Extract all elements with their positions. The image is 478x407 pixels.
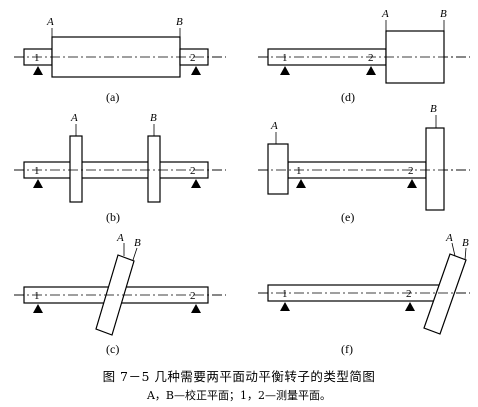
bearing-icon bbox=[405, 302, 415, 311]
plane-a-label: A bbox=[46, 16, 54, 28]
subfigure-label-c: (c) bbox=[106, 342, 119, 356]
subfigure-label-a: (a) bbox=[106, 90, 119, 104]
measure-plane-1-label: 1 bbox=[34, 165, 40, 177]
measure-plane-1-label: 1 bbox=[34, 290, 40, 302]
rotor-a: A B 1 2 (a) bbox=[14, 16, 226, 104]
measure-plane-1-label: 1 bbox=[282, 288, 288, 300]
plane-a-label: A bbox=[381, 8, 389, 20]
bearing-icon bbox=[191, 179, 201, 188]
bearing-icon bbox=[33, 304, 43, 313]
bearing-icon bbox=[191, 66, 201, 75]
plane-a-label: A bbox=[116, 232, 124, 244]
bearing-icon bbox=[280, 66, 290, 75]
measure-plane-1-label: 1 bbox=[282, 52, 288, 64]
plane-b-label: B bbox=[462, 237, 469, 249]
plane-b-label: B bbox=[430, 103, 437, 115]
rotor-b-disk-a bbox=[69, 135, 83, 203]
bearing-icon bbox=[33, 179, 43, 188]
measure-plane-2-label: 2 bbox=[190, 290, 196, 302]
rotor-f-skewed-disk bbox=[423, 253, 467, 335]
rotor-f: A B 1 2 (f) bbox=[258, 232, 470, 356]
plane-a-label: A bbox=[70, 112, 78, 124]
bearing-icon bbox=[407, 179, 417, 188]
bearing-icon bbox=[366, 66, 376, 75]
figure-caption-note: A，B—校正平面；1，2—测量平面。 bbox=[146, 389, 332, 402]
measure-plane-1-label: 1 bbox=[296, 165, 302, 177]
subfigure-label-b: (b) bbox=[106, 210, 120, 224]
measure-plane-2-label: 2 bbox=[406, 288, 412, 300]
rotor-e: A B 1 2 (e) bbox=[258, 103, 470, 224]
measure-plane-2-label: 2 bbox=[408, 165, 414, 177]
plane-b-label: B bbox=[134, 237, 141, 249]
plane-b-label: B bbox=[440, 8, 447, 20]
rotor-d: A B 1 2 (d) bbox=[258, 8, 470, 104]
measure-plane-1-label: 1 bbox=[34, 52, 40, 64]
subfigure-label-f: (f) bbox=[341, 342, 353, 356]
plane-b-label: B bbox=[176, 16, 183, 28]
plane-a-label: A bbox=[270, 120, 278, 132]
rotor-b: A B 1 2 (b) bbox=[14, 112, 226, 224]
rotor-b-disk-b bbox=[147, 135, 161, 203]
rotor-e-disk-b bbox=[425, 127, 445, 211]
measure-plane-2-label: 2 bbox=[190, 52, 196, 64]
subfigure-label-e: (e) bbox=[341, 210, 354, 224]
bearing-icon bbox=[33, 66, 43, 75]
plane-a-label: A bbox=[445, 232, 453, 244]
measure-plane-2-label: 2 bbox=[190, 165, 196, 177]
rotor-c: A B 1 2 (c) bbox=[14, 232, 226, 356]
figure-caption: 图 7－5 几种需要两平面动平衡转子的类型简图 bbox=[102, 369, 376, 384]
subfigure-label-d: (d) bbox=[341, 90, 355, 104]
bearing-icon bbox=[280, 302, 290, 311]
bearing-icon bbox=[191, 304, 201, 313]
rotor-c-skewed-disk bbox=[95, 254, 135, 336]
bearing-icon bbox=[296, 179, 306, 188]
plane-b-label: B bbox=[150, 112, 157, 124]
measure-plane-2-label: 2 bbox=[368, 52, 374, 64]
rotor-e-disk-a bbox=[267, 143, 289, 195]
